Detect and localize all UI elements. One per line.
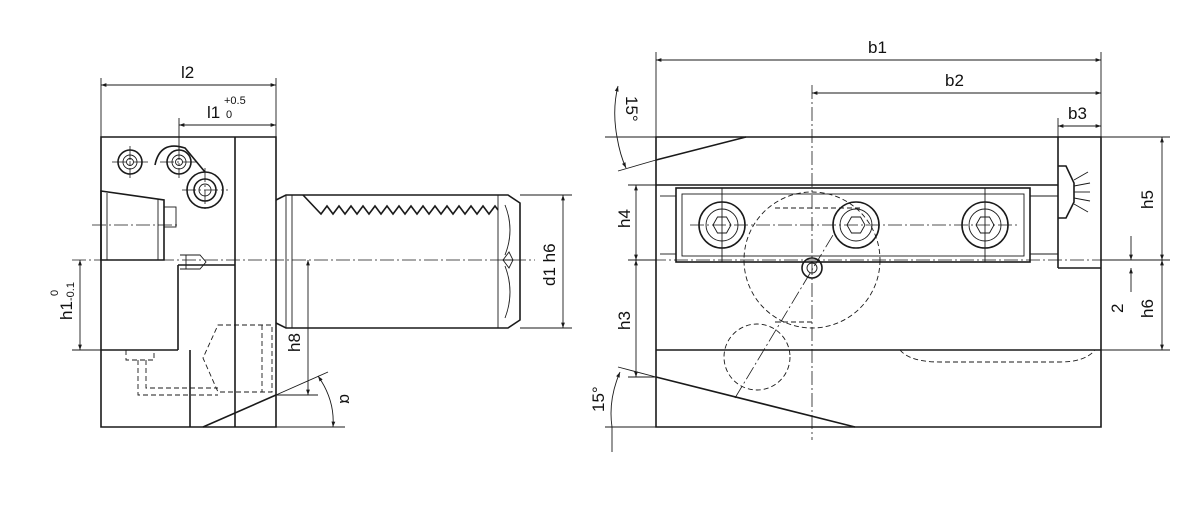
- dim-tol-h1-upper: 0: [49, 290, 61, 296]
- dim-tol-h1-lower: -0.1: [65, 282, 77, 301]
- clamping-bar: [660, 187, 1058, 263]
- dim-label-2: 2: [1108, 304, 1127, 313]
- dim-b1: b1: [655, 38, 1102, 137]
- coolant-nozzle: [1058, 165, 1091, 219]
- left-side-view: l2 l1 +0.5 0 h1 0 -0.1 h8: [49, 63, 572, 428]
- dim-tol-l1-upper: +0.5: [224, 95, 246, 107]
- dim-label-l2: l2: [181, 63, 194, 82]
- dim-l2: l2: [100, 63, 277, 137]
- dim-2: 2: [1108, 236, 1133, 313]
- dim-h3: h3: [615, 260, 656, 378]
- dim-tol-l1-lower: 0: [226, 109, 232, 121]
- hidden-coolant-channels: [125, 324, 273, 396]
- dim-h8: h8: [276, 260, 318, 396]
- dim-l1: l1 +0.5 0: [178, 95, 276, 150]
- shank: [275, 194, 521, 329]
- right-body-outline: [617, 136, 1102, 428]
- dim-h5: h5: [1101, 136, 1170, 261]
- dim-label-h3: h3: [615, 311, 634, 330]
- hidden-circles: [723, 191, 1096, 399]
- dim-label-angle-bottom: 15°: [589, 386, 608, 412]
- dim-d1-h6: d1 h6: [520, 194, 572, 329]
- axis-hole-left: [180, 254, 207, 270]
- dim-label-b1: b1: [868, 38, 887, 57]
- dim-h6: h6: [1101, 260, 1170, 351]
- dim-b2: b2: [812, 71, 1101, 95]
- dim-label-h5: h5: [1138, 190, 1157, 209]
- dim-label-alpha: α: [336, 394, 355, 404]
- dim-label-b2: b2: [945, 71, 964, 90]
- dim-label-d1-h6: d1 h6: [540, 243, 559, 286]
- dim-angle-bottom: 15°: [589, 371, 656, 452]
- dim-angle-top: 15°: [605, 85, 656, 169]
- dim-h4: h4: [615, 184, 656, 261]
- screw-heads-left: [112, 145, 228, 212]
- dim-label-h4: h4: [615, 209, 634, 228]
- hex-socket-screws: [690, 188, 1020, 262]
- dim-label-angle-top: 15°: [622, 96, 641, 122]
- dim-label-h8: h8: [285, 333, 304, 352]
- dim-b3: b3: [1057, 104, 1101, 137]
- dim-label-b3: b3: [1068, 104, 1087, 123]
- right-front-view: b1 b2 b3 h4 h3: [589, 38, 1170, 452]
- dim-label-l1: l1: [207, 103, 220, 122]
- dim-label-h1: h1: [57, 301, 76, 320]
- clamp-wedge: [100, 190, 177, 261]
- dim-alpha: α: [276, 375, 355, 428]
- dim-label-h6: h6: [1138, 299, 1157, 318]
- dim-h1: h1 0 -0.1: [49, 260, 101, 351]
